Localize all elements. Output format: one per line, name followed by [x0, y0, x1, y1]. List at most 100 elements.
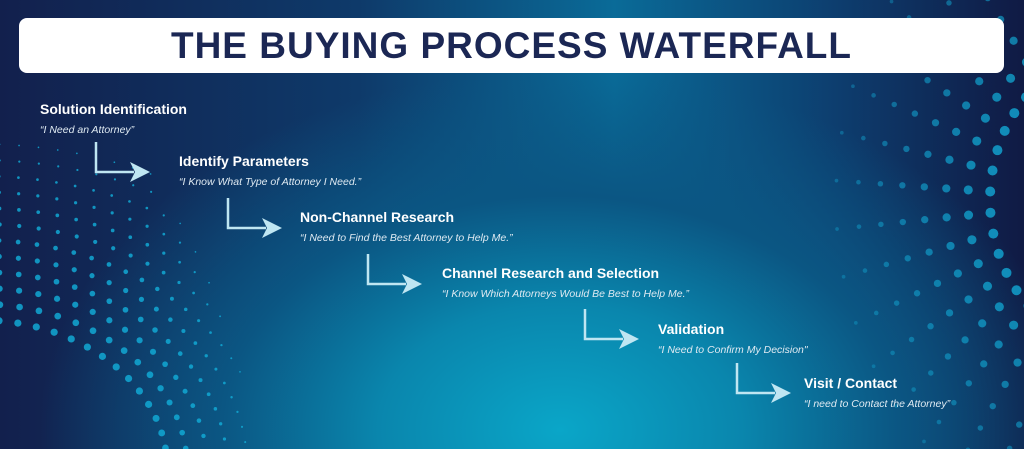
dot [15, 255, 21, 261]
dot [1001, 380, 1009, 389]
dot [834, 178, 839, 183]
dot [34, 274, 41, 281]
dot [35, 290, 42, 298]
step-title: Solution Identification [40, 101, 187, 117]
dot [37, 162, 40, 165]
dot [945, 309, 954, 317]
dot [150, 190, 153, 193]
dot [1006, 73, 1016, 83]
dot [841, 274, 846, 279]
dot [168, 317, 173, 322]
step-title: Visit / Contact [804, 375, 898, 391]
dot [192, 291, 195, 295]
dot [177, 280, 181, 285]
dot [982, 281, 993, 291]
dot [71, 250, 77, 255]
dot [893, 300, 900, 306]
dot [162, 444, 169, 449]
dot [17, 223, 22, 229]
dot [106, 280, 112, 286]
dot [1006, 445, 1013, 449]
dot [54, 312, 62, 320]
dot [933, 279, 942, 288]
dot [911, 387, 916, 392]
dot [71, 267, 77, 273]
dot [188, 364, 194, 369]
dot [964, 295, 973, 304]
dot [178, 260, 181, 264]
dot [861, 135, 866, 141]
dot [181, 328, 186, 334]
dot [1021, 58, 1024, 66]
dot [89, 327, 97, 335]
dot [145, 242, 150, 247]
dot [111, 246, 116, 251]
dot [899, 182, 906, 189]
dot [196, 418, 202, 423]
dot [1001, 267, 1012, 278]
dot [83, 343, 91, 351]
dot [952, 127, 961, 136]
dot [53, 295, 61, 302]
dot [1011, 285, 1022, 296]
dot [145, 206, 149, 210]
dot [73, 201, 78, 205]
dot [145, 400, 153, 408]
dot [0, 190, 1, 194]
dot [132, 184, 135, 187]
dot [1013, 358, 1022, 367]
dot [183, 307, 188, 312]
step-non-channel-research: Non-Channel Research “I Need to Find the… [300, 209, 513, 244]
dot [149, 348, 157, 355]
dot [149, 173, 152, 175]
dot [36, 226, 41, 231]
dot [136, 337, 143, 344]
dot [128, 235, 133, 240]
dot [182, 445, 189, 449]
dot [16, 287, 23, 294]
dot [76, 168, 79, 172]
dot [924, 150, 932, 158]
dot [50, 328, 58, 336]
dot [89, 308, 96, 316]
arrow-icon [94, 142, 150, 182]
dot [55, 229, 60, 235]
dot [18, 144, 20, 147]
dot [878, 221, 884, 228]
title-banner: THE BUYING PROCESS WATERFALL [19, 18, 1004, 73]
dot [942, 184, 951, 193]
dot [18, 160, 21, 163]
dot [222, 437, 227, 441]
step-quote: “I Know What Type of Attorney I Need.” [179, 176, 362, 188]
dot [71, 284, 78, 290]
dot [17, 192, 21, 196]
dot [120, 347, 128, 354]
dot [1009, 320, 1019, 330]
dot [169, 296, 174, 301]
dot [98, 352, 107, 360]
dot [862, 268, 868, 273]
dot [945, 155, 954, 164]
step-validation: Validation “I Need to Confirm My Decisio… [658, 321, 808, 356]
arrow-icon [735, 363, 791, 403]
dot [953, 269, 962, 278]
dot [14, 319, 22, 327]
dot [877, 181, 884, 187]
dot [53, 278, 60, 285]
dot [839, 130, 844, 135]
dot [182, 388, 188, 394]
dot [137, 316, 144, 323]
dot [197, 319, 201, 323]
dot [35, 307, 43, 315]
dot [994, 340, 1003, 349]
dot [853, 320, 858, 325]
dot [110, 211, 114, 215]
dot [152, 327, 158, 333]
dot [931, 119, 940, 127]
dot [883, 261, 890, 268]
dot [153, 306, 159, 312]
dot [239, 370, 241, 373]
dot [240, 425, 244, 428]
dot [72, 301, 79, 308]
dot [936, 419, 942, 425]
